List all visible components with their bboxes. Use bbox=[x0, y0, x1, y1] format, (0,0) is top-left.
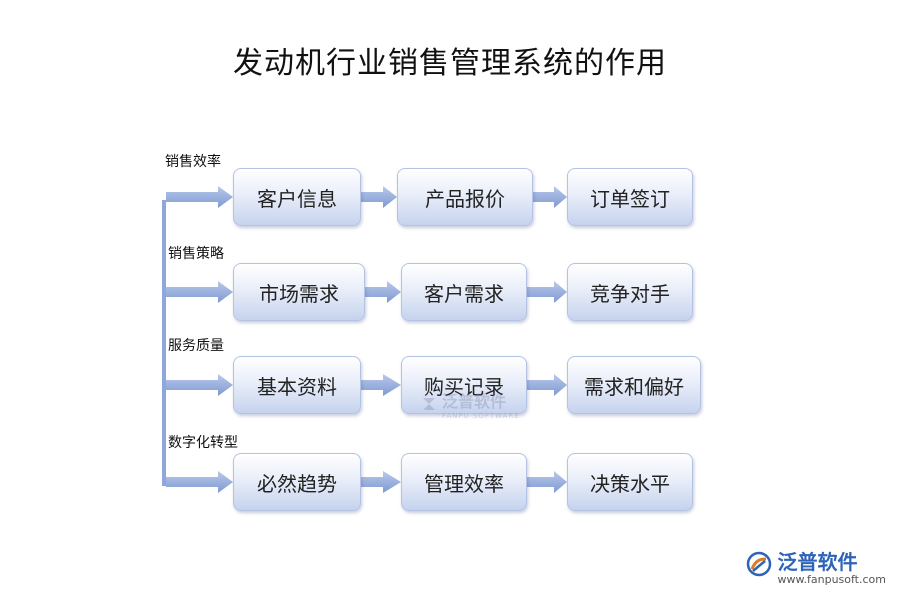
watermark-name: 泛普软件 bbox=[442, 392, 507, 411]
node-basic-info: 基本资料 bbox=[233, 356, 361, 414]
arrow-row2-a bbox=[361, 374, 401, 396]
arrow-row1-main bbox=[166, 281, 233, 303]
watermark-logo-icon bbox=[423, 398, 435, 410]
vertical-trunk bbox=[162, 200, 166, 486]
row-label-digital-transformation: 数字化转型 bbox=[168, 435, 238, 451]
page-title: 发动机行业销售管理系统的作用 bbox=[233, 46, 667, 81]
arrow-row1-a bbox=[365, 281, 401, 303]
brand-url: www.fanpusoft.com bbox=[777, 573, 886, 586]
arrow-row3-a bbox=[361, 471, 401, 493]
fanpu-logo-icon bbox=[746, 551, 771, 577]
arrow-row3-main bbox=[166, 471, 233, 493]
node-needs-preferences: 需求和偏好 bbox=[567, 356, 701, 414]
row-label-sales-efficiency: 销售效率 bbox=[165, 154, 221, 170]
watermark-sub: FANPU SOFTWARE bbox=[442, 412, 520, 420]
arrow-row0-a bbox=[361, 186, 397, 208]
node-competitors: 竞争对手 bbox=[567, 263, 693, 321]
node-customer-info: 客户信息 bbox=[233, 168, 361, 226]
brand-name: 泛普软件 bbox=[777, 550, 858, 574]
arrow-row2-main bbox=[166, 374, 233, 396]
arrow-row2-b bbox=[527, 374, 567, 396]
node-market-demand: 市场需求 bbox=[233, 263, 365, 321]
brand-logo: 泛普软件 www.fanpusoft.com bbox=[746, 551, 886, 586]
node-inevitable-trend: 必然趋势 bbox=[233, 453, 361, 511]
arrow-row0-b bbox=[533, 186, 567, 208]
node-order-signing: 订单签订 bbox=[567, 168, 693, 226]
arrow-row1-b bbox=[527, 281, 567, 303]
node-management-efficiency: 管理效率 bbox=[401, 453, 527, 511]
row-label-service-quality: 服务质量 bbox=[168, 338, 224, 354]
node-product-quote: 产品报价 bbox=[397, 168, 533, 226]
node-decision-level: 决策水平 bbox=[567, 453, 693, 511]
arrow-row3-b bbox=[527, 471, 567, 493]
node-customer-demand: 客户需求 bbox=[401, 263, 527, 321]
row-label-sales-strategy: 销售策略 bbox=[168, 246, 224, 262]
arrow-row0-main bbox=[166, 186, 233, 208]
watermark: 泛普软件 FANPU SOFTWARE bbox=[420, 388, 520, 420]
node-purchase-records: 购买记录 bbox=[401, 356, 527, 414]
